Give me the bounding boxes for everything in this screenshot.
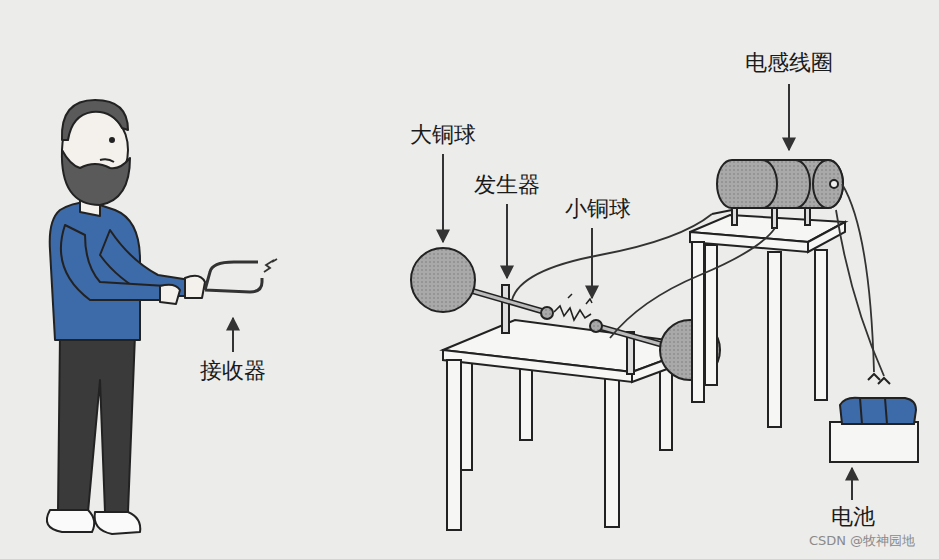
leader-arrows [233, 84, 852, 500]
part-label: 小铜球 [565, 196, 631, 222]
part-label: 电池 [831, 504, 875, 530]
battery [830, 374, 918, 462]
wires [512, 184, 884, 376]
watermark: CSDN @牧神园地 [809, 533, 915, 549]
part-label: 大铜球 [410, 122, 476, 148]
inductor-coil [712, 160, 843, 228]
man-figure [47, 100, 205, 534]
inductor-table [690, 215, 845, 427]
part-label: 电感线圈 [745, 50, 833, 76]
spark-gap-generator [411, 248, 720, 380]
receiver-loop [205, 259, 277, 292]
part-label: 发生器 [474, 172, 540, 198]
part-label: 接收器 [200, 358, 266, 384]
